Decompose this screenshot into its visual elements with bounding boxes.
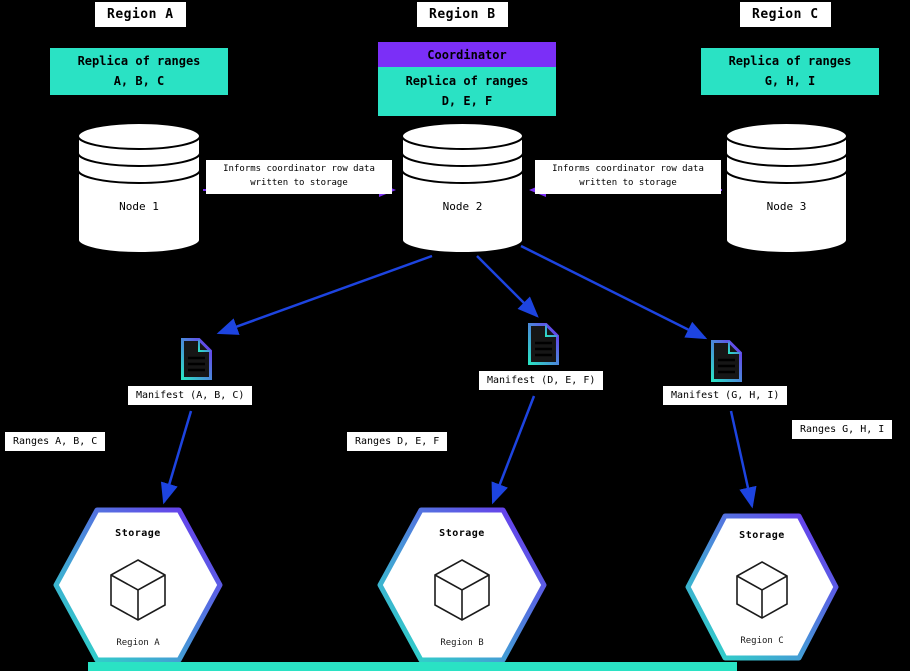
node-1-label: Node 1 [119,200,159,213]
manifest-d-label: Manifest (D, E, F) [479,371,604,390]
node-1-cylinder-icon [77,122,201,254]
node2-to-manifest-d-arrow [476,255,539,318]
replica-c-line2: G, H, I [764,73,816,88]
cube-icon-b [434,559,490,621]
manifest-g-to-storage-arrow [729,410,757,509]
informs-right-line1: Informs coordinator row data [552,164,704,174]
informs-left-line2: written to storage [250,177,348,188]
replica-a-line1: Replica of ranges [77,54,201,69]
storage-a-title: Storage [115,528,161,539]
storage-hexagon-b [377,507,547,663]
manifest-a-file-icon [181,338,212,380]
storage-b-region-label: Region B [440,638,484,648]
manifest-d-to-storage-arrow [491,395,536,505]
cube-icon-c [736,561,788,619]
manifest-a-to-storage-arrow [160,410,193,505]
replica-b-line1: Replica of ranges [405,74,529,89]
node2-to-manifest-g-arrow [520,244,708,340]
cube-icon-a [110,559,166,621]
coordinator-box: Coordinator [378,42,556,67]
region-b-title: Region B [417,2,508,27]
node2-to-manifest-a-arrow [216,254,433,335]
informs-label-left: Informs coordinator row data written to … [206,160,392,194]
bottom-accent-bar [88,662,737,671]
coordinator-label: Coordinator [427,47,507,62]
storage-a-region-label: Region A [116,638,160,648]
ranges-d-label: Ranges D, E, F [347,432,448,451]
region-a-title: Region A [95,2,186,27]
storage-c-region-label: Region C [740,636,784,646]
node-3-label: Node 3 [766,200,807,213]
replica-box-c: Replica of ranges G, H, I [701,48,879,95]
replica-box-a: Replica of ranges A, B, C [50,48,228,95]
storage-b-title: Storage [439,528,485,539]
replica-a-line2: A, B, C [113,73,165,88]
storage-hexagon-a [53,507,223,663]
node-3-cylinder-icon [725,122,848,254]
manifest-d-file-icon [528,323,559,365]
informs-right-line2: written to storage [579,177,677,188]
manifest-a-label: Manifest (A, B, C) [128,386,253,405]
replica-b-line2: D, E, F [441,93,493,108]
informs-label-right: Informs coordinator row data written to … [535,160,721,194]
node-2-label: Node 2 [442,200,483,213]
replica-c-line1: Replica of ranges [728,54,852,69]
manifest-g-label: Manifest (G, H, I) [663,386,788,405]
manifest-g-file-icon [711,340,742,382]
replica-box-b: Replica of ranges D, E, F [378,67,556,116]
storage-hexagon-c [685,513,839,661]
ranges-a-label: Ranges A, B, C [5,432,106,451]
storage-c-title: Storage [739,530,785,541]
informs-left-line1: Informs coordinator row data [223,164,375,174]
node-2-cylinder-icon [401,122,524,254]
ranges-g-label: Ranges G, H, I [792,420,893,439]
region-c-title: Region C [740,2,831,27]
